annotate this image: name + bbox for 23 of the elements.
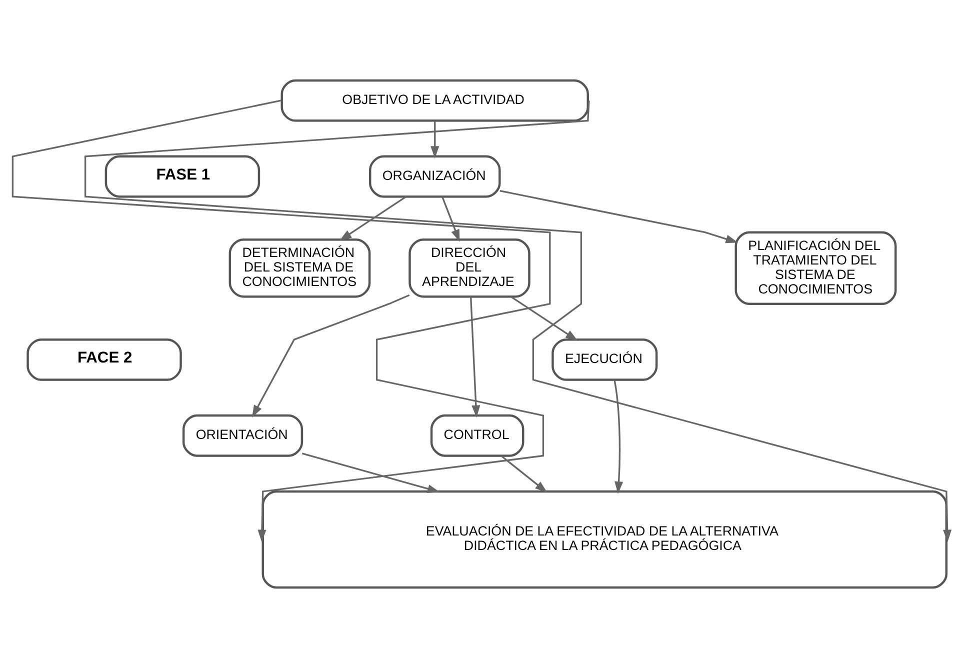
- node-box: FASE 1: [104, 154, 260, 198]
- arrow: [500, 454, 548, 492]
- node-box: DETERMINACIÓN DEL SISTEMA DE CONOCIMIENTOS: [228, 238, 371, 298]
- node-box: ORGANIZACIÓN: [368, 154, 501, 198]
- arrow: [510, 296, 578, 340]
- arrow: [84, 100, 952, 542]
- arrow: [614, 379, 624, 494]
- node-box: CONTROL: [430, 414, 524, 456]
- arrow: [470, 296, 480, 418]
- node-box: PLANIFICACIÓN DEL TRATAMIENTO DEL SISTEMA DE CONOCIMIENTOS: [734, 230, 897, 304]
- node-box: FACE 2: [26, 338, 182, 380]
- node-box: ORIENTACIÓN: [182, 414, 304, 456]
- arrow: [500, 190, 738, 243]
- arrow: [252, 294, 410, 418]
- node-box: DIRECCIÓN DEL APRENDIZAJE: [408, 238, 530, 298]
- node-box: OBJETIVO DE LA ACTIVIDAD: [280, 78, 589, 122]
- arrow: [12, 99, 551, 542]
- arrow: [302, 452, 440, 492]
- arrow: [442, 196, 460, 242]
- arrow: [339, 196, 406, 240]
- node-box: EJECUCIÓN: [552, 338, 658, 380]
- node-box: EVALUACIÓN DE LA EFECTIVIDAD DE LA ALTERNATIVA DIDÁCTICA EN LA PRÁCTICA PEDAGÓGICA: [262, 490, 948, 588]
- arrow: [430, 120, 440, 158]
